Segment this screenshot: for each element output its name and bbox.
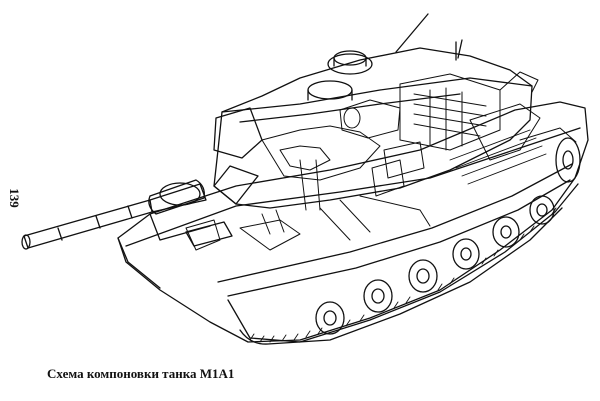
bore-evacuator [148, 179, 205, 215]
antenna-right [457, 39, 463, 59]
page-number: 139 [7, 188, 22, 208]
hull-outline [117, 101, 589, 343]
interior-details [185, 71, 577, 251]
track-links [249, 207, 557, 343]
turret-outline [213, 47, 533, 209]
road-wheels [315, 137, 581, 335]
track-skirt [227, 183, 579, 343]
driver-hatch [185, 221, 233, 247]
figure-caption: Схема компоновки танка M1A1 [47, 366, 235, 381]
turret-front-armor [213, 107, 263, 159]
main-gun [21, 179, 207, 250]
commander-cupola [307, 50, 373, 101]
turret-roof-line [221, 77, 533, 113]
track-bottom [239, 207, 563, 345]
hull-front-plate [117, 237, 161, 289]
engine-deck [449, 129, 547, 185]
hull-side-plate [217, 163, 573, 283]
hull-deck-edge [125, 127, 581, 247]
antenna-left [395, 13, 429, 53]
